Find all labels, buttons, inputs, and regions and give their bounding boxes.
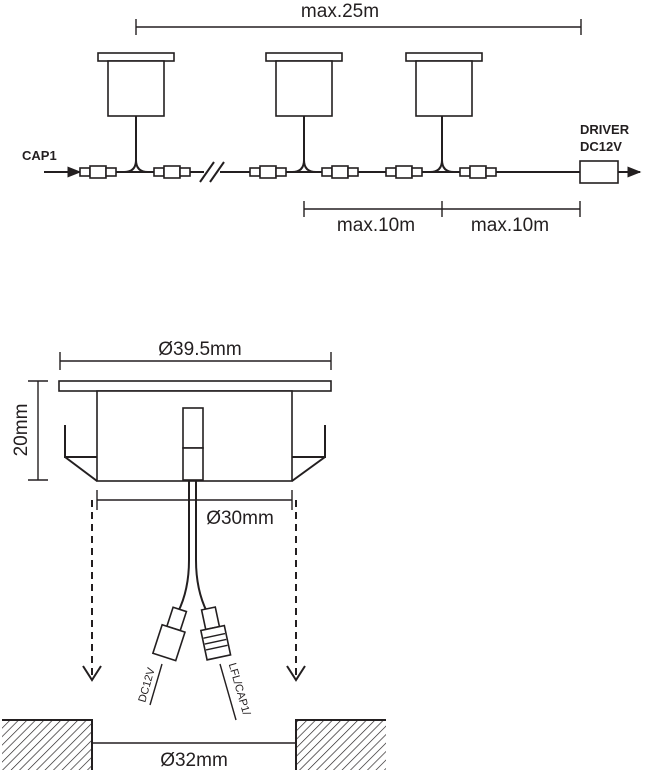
height-dimension: 20mm [11, 380, 48, 481]
connector [459, 165, 497, 179]
segment-dimensions: max.10m max.10m [303, 201, 581, 236]
lamp-2 [265, 52, 343, 173]
cable-label-right: LFL/CAP1/ [226, 662, 253, 718]
connector [153, 165, 191, 179]
dimension-drawing: Ø39.5mm 20mm Ø30mm [2, 339, 386, 770]
dc12v-plug [151, 606, 188, 662]
lamp-body [58, 380, 332, 482]
connector [385, 165, 423, 179]
lamp-1 [97, 52, 175, 173]
segment-label-1: max.10m [337, 215, 415, 236]
input-label: CAP1 [22, 148, 57, 163]
body-diameter-dimension: Ø30mm [96, 490, 293, 529]
mounting-guides [82, 500, 306, 682]
driver: DRIVER DC12V [579, 122, 630, 184]
lamp-3 [405, 52, 483, 173]
connector [249, 165, 287, 179]
hole-diameter-label: Ø32mm [160, 750, 228, 770]
lfl-cap1-plug [199, 606, 232, 661]
connectors [79, 165, 497, 179]
flange-diameter-dimension: Ø39.5mm [59, 339, 332, 370]
segment-label-2: max.10m [471, 215, 549, 236]
cables: DC12V LFL/CAP1/ [136, 480, 253, 721]
connector [321, 165, 359, 179]
mounting-surface: Ø32mm [2, 719, 386, 770]
driver-label-line1: DRIVER [580, 122, 630, 137]
height-label: 20mm [11, 404, 32, 457]
total-length-dimension: max.25m [135, 1, 582, 35]
body-diameter-label: Ø30mm [206, 508, 274, 529]
cable-label-left: DC12V [136, 666, 157, 704]
flange-diameter-label: Ø39.5mm [158, 339, 241, 360]
wiring-diagram: max.25m [22, 1, 642, 236]
total-length-label: max.25m [301, 1, 379, 22]
driver-label-line2: DC12V [580, 139, 622, 154]
connector [79, 165, 117, 179]
